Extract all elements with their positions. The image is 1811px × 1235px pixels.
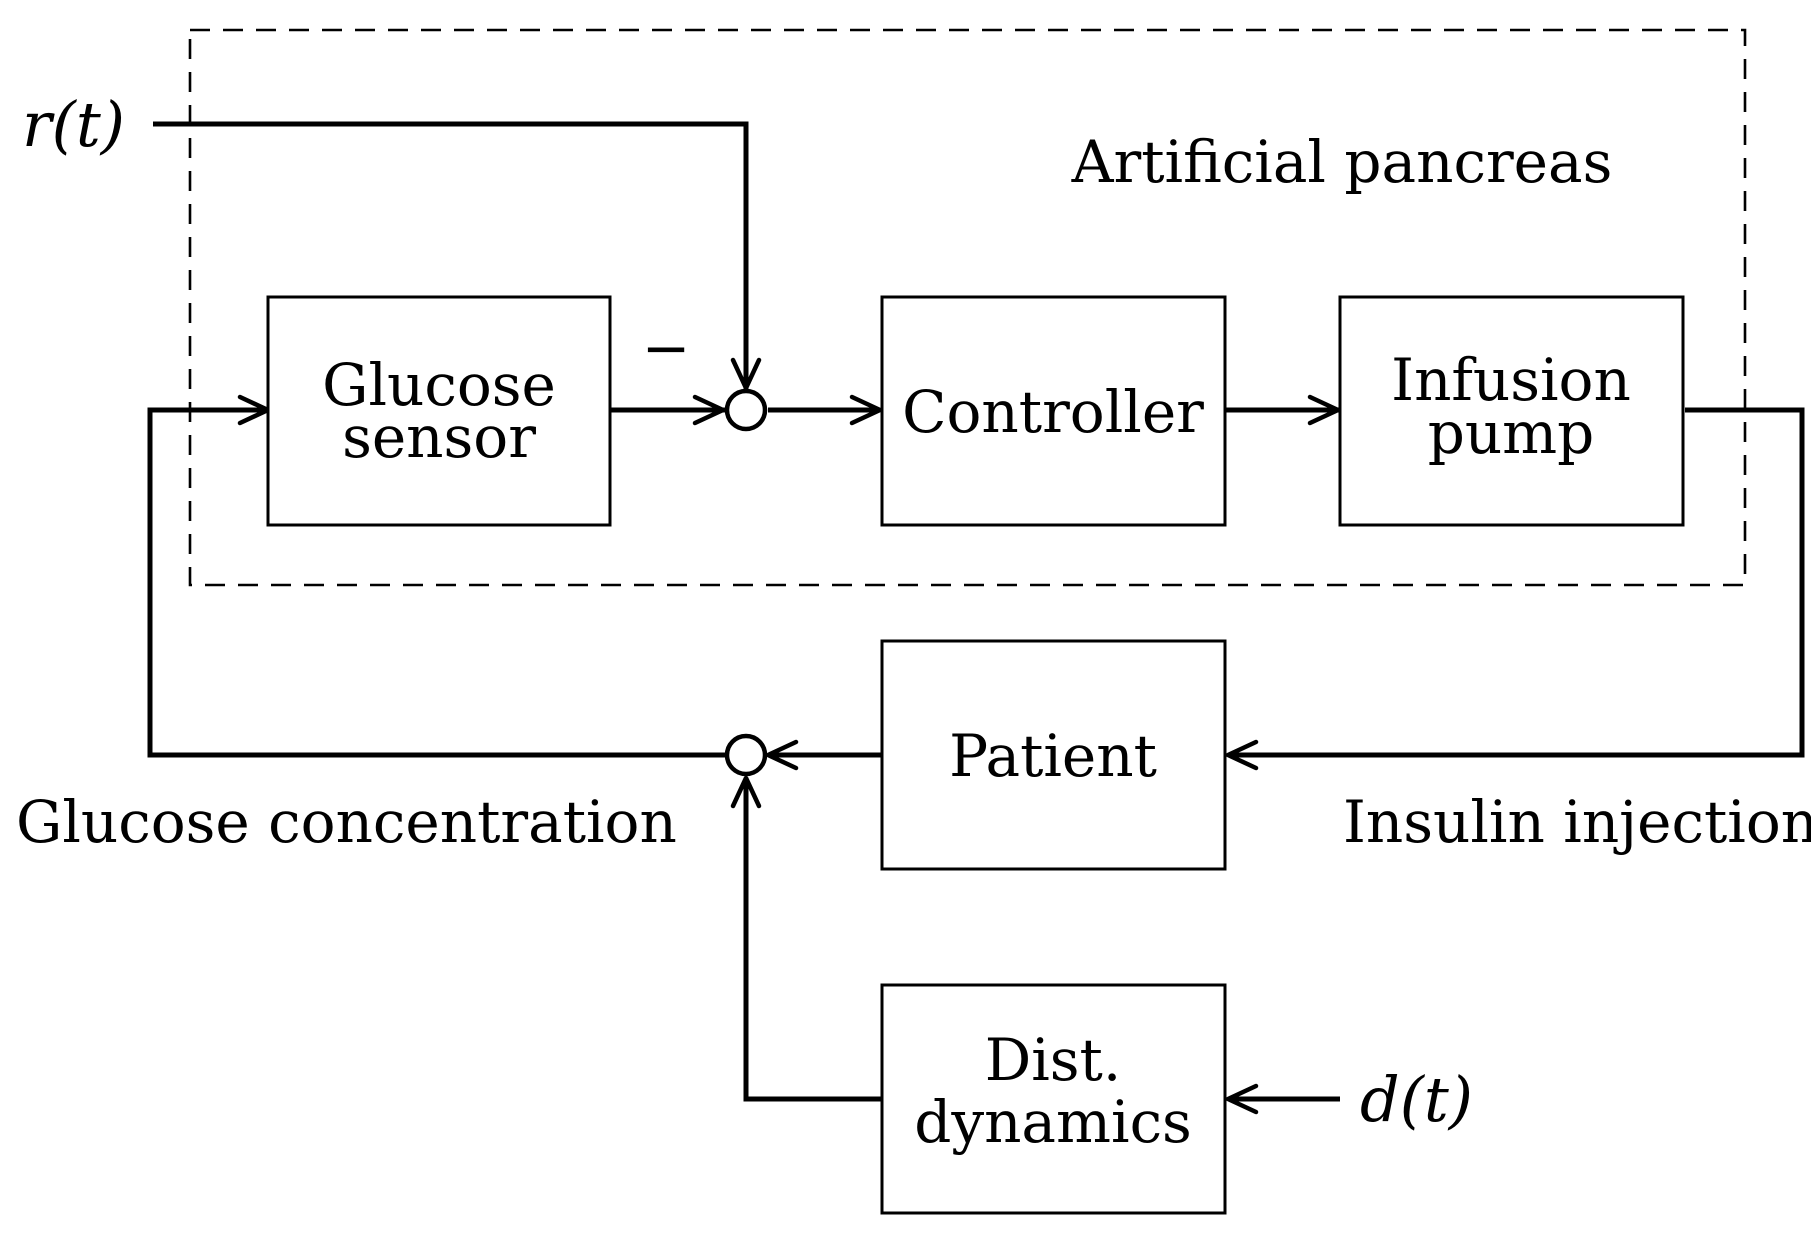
minus-sign: − <box>642 314 691 382</box>
patient-block: Patient <box>880 639 1227 871</box>
feedback-wire <box>147 407 725 758</box>
arrowhead-into-pump <box>1307 394 1341 426</box>
arrowhead-into-sum-top <box>730 357 762 391</box>
artificial-pancreas-boundary <box>188 28 1747 587</box>
lower-summing-junction <box>724 733 768 777</box>
glucose-sensor-block: Glucose sensor <box>266 295 612 527</box>
infusion-pump-block: Infusion pump <box>1338 295 1685 527</box>
pump-to-patient-wire <box>1228 407 1805 758</box>
dist-dynamics-block: Dist. dynamics <box>880 983 1227 1215</box>
arrowhead-into-patient <box>1225 739 1259 771</box>
arrowhead-into-controller <box>849 394 883 426</box>
infusion-pump-label-line2: pump <box>1428 399 1595 467</box>
dist-dynamics-label-line2: dynamics <box>914 1088 1192 1156</box>
controller-label: Controller <box>902 378 1204 446</box>
arrowhead-into-lower-sum-bottom <box>730 775 762 809</box>
reference-signal-label: r(t) <box>22 88 125 161</box>
dist-dynamics-label-line1: Dist. <box>985 1026 1122 1094</box>
controller-block: Controller <box>880 295 1227 527</box>
upper-summing-junction <box>724 388 768 432</box>
dist-to-sum-wire <box>743 778 882 1102</box>
infusion-pump-label-line1: Infusion <box>1391 346 1631 414</box>
glucose-concentration-label: Glucose concentration <box>16 788 677 856</box>
artificial-pancreas-label: Artificial pancreas <box>1071 128 1613 196</box>
insulin-injection-label: Insulin injection <box>1343 788 1811 856</box>
arrowhead-into-dist-dynamics <box>1225 1083 1259 1115</box>
arrowhead-into-sum-left <box>692 394 726 426</box>
reference-wire <box>153 121 749 390</box>
arrowhead-into-lower-sum-right <box>765 739 799 771</box>
disturbance-signal-label: d(t) <box>1360 1063 1473 1136</box>
glucose-sensor-label-line1: Glucose <box>322 351 556 419</box>
patient-label: Patient <box>949 722 1157 790</box>
glucose-sensor-label-line2: sensor <box>342 403 536 471</box>
